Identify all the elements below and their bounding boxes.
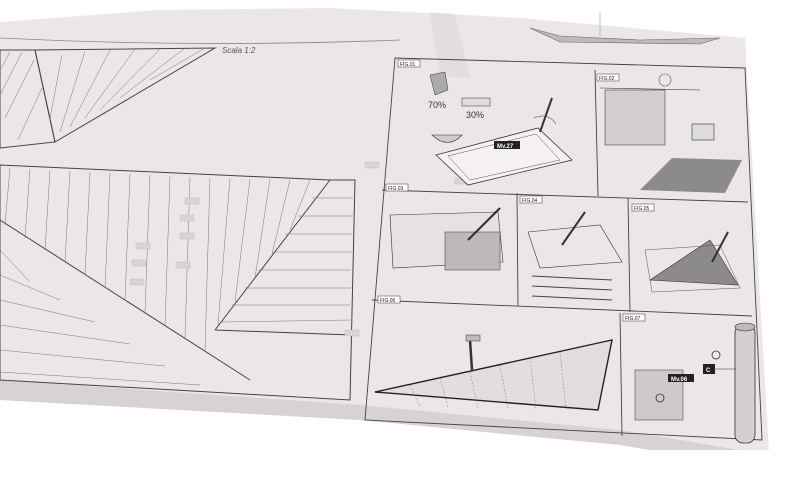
shadow-under-sheet [560, 450, 800, 478]
hanging-cloth [604, 89, 666, 146]
drying-line [599, 87, 701, 91]
figure-04: FIG.04 [519, 195, 623, 301]
svg-text:FIG.06: FIG.06 [380, 298, 396, 304]
water-bottle-icon [461, 97, 491, 107]
figure-03: FIG.03 [385, 183, 504, 271]
svg-text:FIG.04: FIG.04 [522, 198, 538, 204]
figure-07: FIG.07 Mv.06 C [622, 313, 756, 444]
svg-text:FIG.01: FIG.01 [400, 62, 416, 68]
eyelet-icon [655, 393, 665, 403]
scale-label: Scala 1:2 [222, 46, 256, 55]
svg-text:30%: 30% [466, 110, 484, 120]
ironing-surface [640, 158, 742, 193]
svg-text:70%: 70% [428, 100, 446, 110]
svg-text:C: C [706, 368, 711, 374]
svg-text:FIG.03: FIG.03 [388, 186, 404, 192]
svg-text:Mv.06: Mv.06 [671, 377, 688, 383]
scissors-hand-icon [711, 231, 729, 263]
sail-cutout [649, 239, 739, 286]
brush-icon [539, 97, 553, 133]
sun-icon [658, 73, 672, 87]
cutter-hand-icon [561, 211, 586, 246]
paper-fold-shadow [430, 12, 470, 78]
figure-05: FIG.05 [631, 203, 741, 293]
figure-06: FIG.06 [374, 295, 613, 411]
triangular-sail [374, 339, 613, 411]
svg-text:FIG.05: FIG.05 [634, 206, 650, 212]
paper-bottom-shade [0, 380, 770, 470]
cloth-board [435, 127, 573, 186]
instruction-panel [364, 57, 763, 441]
svg-text:Mv.27: Mv.27 [497, 144, 514, 150]
figure-02: FIG.02 [596, 73, 742, 193]
mast-cylinder [734, 324, 756, 444]
figure-01: FIG.01 70% 30% Mv.27 [397, 59, 573, 186]
glue-bottle-icon [429, 71, 449, 96]
hull-silhouette [529, 27, 721, 45]
sail-template-top [0, 47, 217, 149]
svg-text:FIG.02: FIG.02 [599, 76, 615, 82]
pen-hand-icon [467, 207, 501, 241]
sail-template-main [0, 161, 470, 401]
glue-bowl [431, 134, 463, 143]
hull-profile-line [0, 37, 401, 44]
press-hand-icon [468, 339, 474, 371]
iron-icon [691, 123, 715, 141]
svg-text:FIG.07: FIG.07 [625, 316, 641, 322]
ruler [444, 231, 501, 271]
cutting-mat [527, 224, 623, 269]
